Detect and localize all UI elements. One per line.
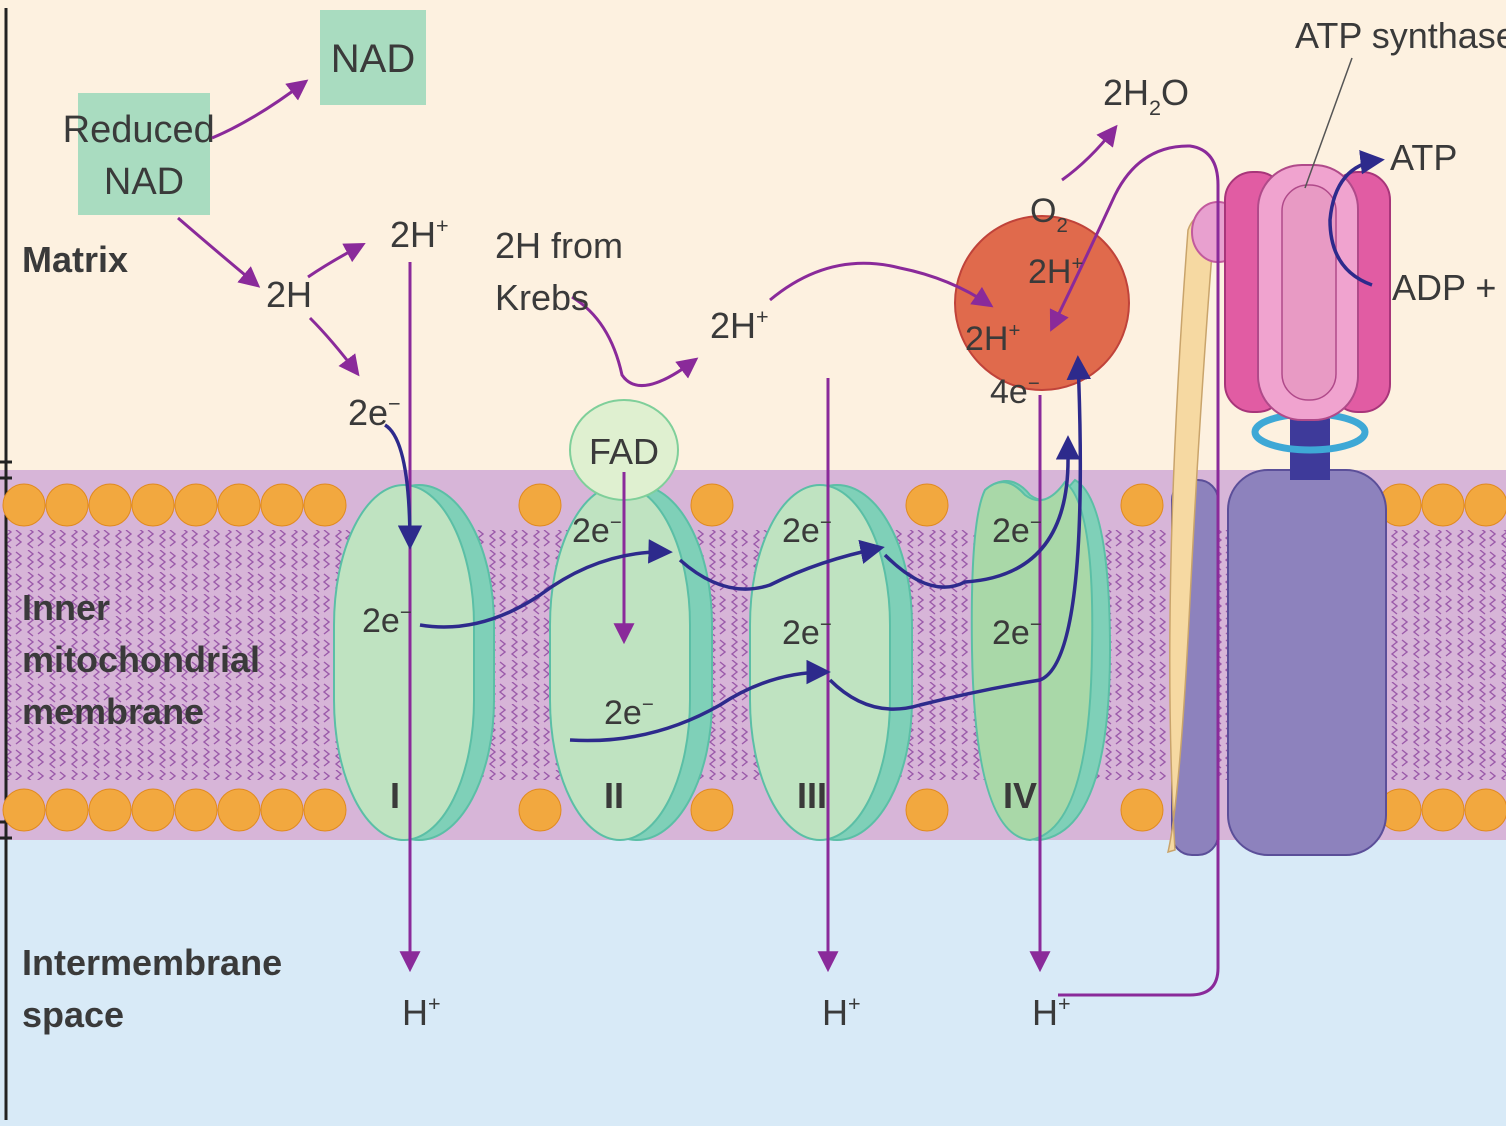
- complex-I-label: I: [390, 775, 400, 816]
- lipid-head: [690, 788, 734, 832]
- arrow-complex-II-to-III-top: [678, 539, 885, 591]
- arrow-2h-to-2h-plus: [307, 243, 366, 279]
- lipid-head: [2, 788, 46, 832]
- o2-2h-plus-label: 2H+: [1028, 253, 1083, 291]
- lipid-head: [905, 483, 949, 527]
- intermembrane-label: Intermembrane space: [22, 942, 292, 1035]
- arrow-adp-to-atp: [1328, 150, 1385, 287]
- atp-label: ATP: [1390, 137, 1457, 178]
- lipid-head: [88, 483, 132, 527]
- adp-label: ADP + Pi: [1392, 267, 1506, 315]
- atp-synthase-label: ATP synthase: [1295, 15, 1506, 56]
- h-plus-intermembrane-2: H+: [822, 991, 861, 1033]
- arrow-2h-plus-to-o2: [769, 261, 994, 308]
- two-h-label: 2H: [266, 274, 312, 315]
- two-e-complex-I: 2e−: [362, 602, 412, 640]
- o2-2h-plus-label-2: 2H+: [965, 320, 1020, 358]
- lipid-head: [303, 483, 347, 527]
- lipid-head: [1464, 483, 1506, 527]
- two-e-label-matrix: 2e−: [348, 391, 401, 433]
- nad-label: NAD: [331, 37, 415, 81]
- two-e-complex-III-top: 2e−: [782, 512, 832, 550]
- lipid-head: [45, 788, 89, 832]
- electron-arrows: [383, 355, 1092, 743]
- lipid-head: [1464, 788, 1506, 832]
- inner-membrane-label: Inner mitochondrial membrane: [22, 587, 270, 732]
- four-e-label: 4e−: [990, 373, 1040, 411]
- atp-synthase: [1166, 164, 1391, 856]
- lipid-head: [690, 483, 734, 527]
- lipid-head: [217, 788, 261, 832]
- nad-box: NAD: [320, 10, 426, 105]
- lipid-head: [1120, 483, 1164, 527]
- two-e-complex-II-bottom: 2e−: [604, 694, 654, 732]
- two-e-complex-III-bottom: 2e−: [782, 614, 832, 652]
- lipid-head: [131, 788, 175, 832]
- complex-III-label: III: [797, 775, 827, 816]
- two-e-complex-II-top: 2e−: [572, 512, 622, 550]
- lipid-head: [260, 788, 304, 832]
- two-e-complex-IV-top: 2e−: [992, 512, 1042, 550]
- arrow-reduced-nad-to-2h: [177, 216, 261, 288]
- two-e-complex-IV-bottom: 2e−: [992, 614, 1042, 652]
- lipid-head: [2, 483, 46, 527]
- atp-synthase-leader-line: [1304, 57, 1353, 189]
- o2-label: O2: [1030, 192, 1068, 237]
- water-label: 2H2O: [1103, 72, 1189, 120]
- lipid-head: [45, 483, 89, 527]
- fad-label: FAD: [589, 431, 659, 472]
- arrow-krebs-to-2h-plus: [571, 295, 699, 388]
- complex-II: II: [549, 484, 713, 841]
- lipid-head: [1421, 788, 1465, 832]
- lipid-head: [88, 788, 132, 832]
- h-plus-intermembrane-1: H+: [402, 991, 441, 1033]
- fad-molecule: FAD: [569, 399, 679, 501]
- lipid-head: [303, 788, 347, 832]
- reduced-nad-box: Reduced NAD: [63, 93, 226, 215]
- lipid-head: [174, 788, 218, 832]
- h-plus-label-matrix-1: 2H+: [390, 213, 449, 255]
- complex-IV: IV: [970, 478, 1112, 842]
- lipid-head: [131, 483, 175, 527]
- lipid-head: [217, 483, 261, 527]
- krebs-label: 2H from Krebs: [495, 225, 633, 318]
- lipid-head: [174, 483, 218, 527]
- arrow-complex-III-to-IV-top: [883, 435, 1081, 589]
- arrow-o2-to-h2o: [1061, 124, 1118, 182]
- arrow-2h-to-2e: [308, 316, 360, 377]
- arrow-reduced-nad-to-nad: [211, 79, 309, 140]
- arrow-complex-III-to-IV-bottom: [828, 355, 1092, 711]
- lipid-heads-top: [2, 483, 1506, 527]
- lipid-heads-bottom: [2, 788, 1506, 832]
- h-plus-label-matrix-2: 2H+: [710, 304, 769, 346]
- matrix-label: Matrix: [22, 239, 128, 280]
- lipid-head: [1421, 483, 1465, 527]
- atp-synthase-f0: [1227, 469, 1387, 856]
- arrow-2e-into-complex-I: [383, 423, 423, 550]
- arrow-h-plus-through-synthase: [1049, 144, 1220, 997]
- lipid-head: [518, 788, 562, 832]
- complex-I: I: [333, 484, 495, 841]
- oxygen-reduction-site: [954, 215, 1130, 391]
- reduced-nad-label: Reduced NAD: [63, 109, 226, 203]
- complex-IV-label: IV: [1003, 775, 1037, 816]
- complex-III: III: [749, 484, 913, 841]
- arrow-complex-I-to-II: [419, 539, 673, 629]
- arrow-complex-II-to-III-bottom: [569, 659, 831, 743]
- h-plus-intermembrane-3: H+: [1032, 991, 1071, 1033]
- intermembrane-region: [0, 840, 1506, 1126]
- lipid-head: [518, 483, 562, 527]
- lipid-head: [1120, 788, 1164, 832]
- lipid-head: [260, 483, 304, 527]
- complex-II-label: II: [604, 775, 624, 816]
- lipid-head: [905, 788, 949, 832]
- proton-arrows: [177, 79, 1220, 997]
